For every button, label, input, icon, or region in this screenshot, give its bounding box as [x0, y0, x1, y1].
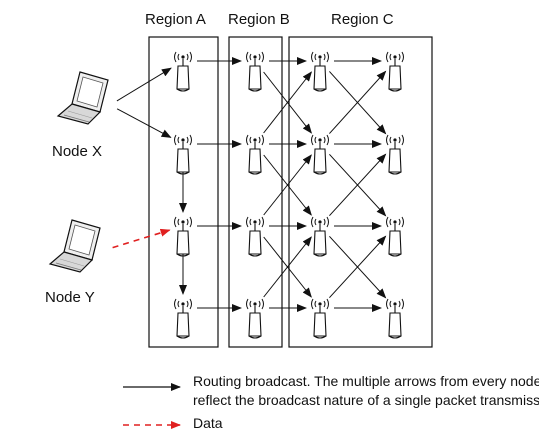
legend-data-text: Data	[193, 415, 223, 431]
legend-routing-text-1: Routing broadcast. The multiple arrows f…	[193, 373, 539, 389]
node-y-laptop-icon	[48, 219, 101, 273]
router-b1-antenna-icon	[246, 51, 264, 92]
routers-layer	[174, 51, 404, 339]
legend-routing-text-2: reflect the broadcast nature of a single…	[193, 392, 539, 408]
router-c23-antenna-icon	[386, 216, 404, 257]
node-x-label: Node X	[52, 143, 102, 160]
node-y-label: Node Y	[45, 289, 95, 306]
edge-x-to-a1-arrow	[116, 67, 172, 102]
region-a-label: Region A	[145, 11, 206, 28]
router-c11-antenna-icon	[311, 51, 329, 92]
node-x-laptop-icon	[56, 71, 109, 125]
router-b4-antenna-icon	[246, 298, 264, 339]
edge-b4-to-c13-arrow	[263, 236, 312, 298]
edge-x-to-a2-arrow	[116, 108, 172, 138]
edges-layer	[112, 57, 387, 312]
edge-b3-to-c12-arrow	[263, 154, 312, 216]
router-a1-antenna-icon	[174, 51, 192, 92]
router-a4-antenna-icon	[174, 298, 192, 339]
router-b2-antenna-icon	[246, 134, 264, 175]
router-b3-antenna-icon	[246, 216, 264, 257]
edge-c13-to-c22-arrow	[329, 153, 387, 217]
region-a-box	[148, 36, 219, 348]
router-a2-antenna-icon	[174, 134, 192, 175]
edge-c12-to-c21-arrow	[329, 70, 387, 134]
router-c12-antenna-icon	[311, 134, 329, 175]
edge-b2-to-c11-arrow	[263, 71, 313, 134]
region-c-label: Region C	[331, 11, 394, 28]
router-c14-antenna-icon	[311, 298, 329, 339]
region-b-label: Region B	[228, 11, 290, 28]
edge-c14-to-c23-arrow	[329, 235, 387, 299]
edge-y-to-a3-arrow	[112, 228, 171, 249]
router-c24-antenna-icon	[386, 298, 404, 339]
router-c22-antenna-icon	[386, 134, 404, 175]
region-c-box	[288, 36, 433, 348]
router-a3-antenna-icon	[174, 216, 192, 257]
router-c13-antenna-icon	[311, 216, 329, 257]
router-c21-antenna-icon	[386, 51, 404, 92]
